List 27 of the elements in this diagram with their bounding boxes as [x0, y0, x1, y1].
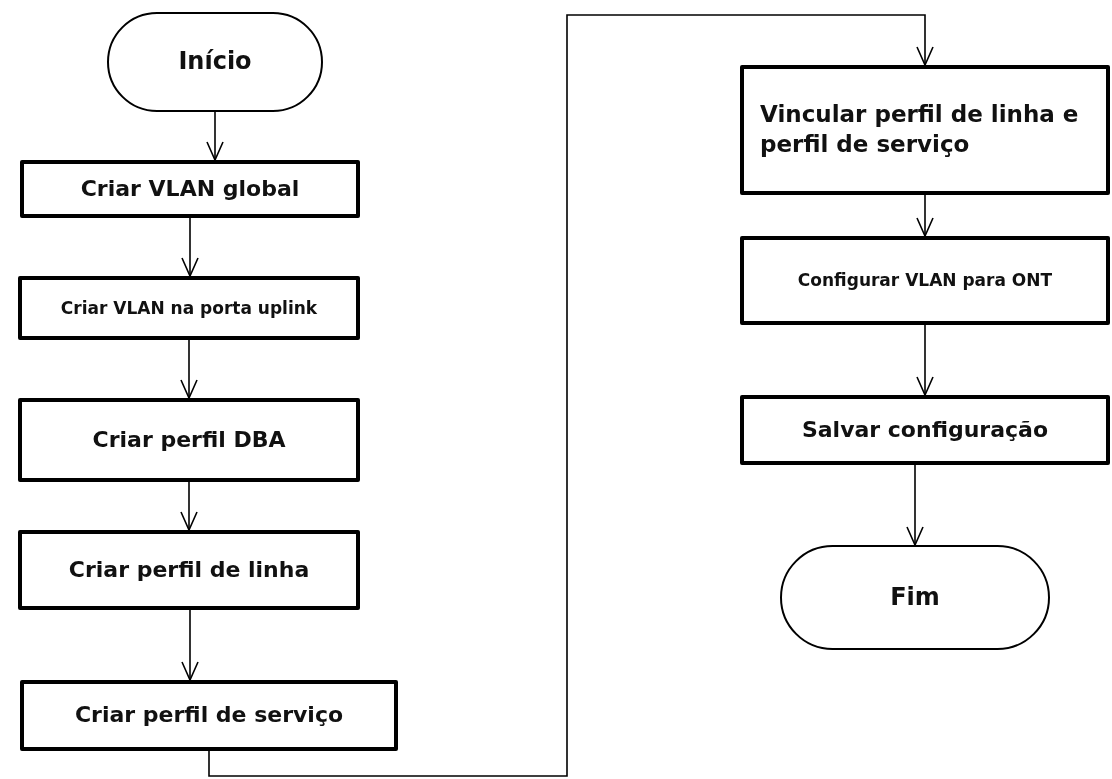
step-label: Criar VLAN global	[80, 174, 300, 203]
process-box	[740, 65, 1110, 195]
step-label: Criar perfil de serviço	[74, 701, 344, 730]
arrow	[916, 324, 934, 396]
step-label: Fim	[890, 581, 940, 613]
process-box	[18, 276, 360, 340]
arrow	[916, 194, 934, 237]
arrow	[181, 217, 199, 277]
process-box	[18, 398, 360, 482]
process-box	[740, 236, 1110, 325]
step-label: Criar perfil de linha	[68, 555, 310, 584]
step-label: Criar VLAN na porta uplink	[60, 296, 318, 320]
step-label: Salvar configuração	[801, 415, 1049, 444]
arrow	[181, 609, 199, 681]
step-label: Criar perfil DBA	[92, 425, 286, 454]
arrow	[208, 14, 934, 777]
process-box	[20, 680, 398, 751]
step-label: Vincular perfil de linha e perfil de serviço	[760, 100, 1080, 159]
arrow	[180, 481, 198, 531]
arrow	[180, 339, 198, 399]
process-box	[740, 395, 1110, 465]
process-box	[18, 530, 360, 610]
arrow	[906, 464, 924, 546]
step-label: Início	[178, 46, 252, 78]
process-box	[20, 160, 360, 218]
arrow	[206, 111, 224, 161]
step-label: Configurar VLAN para ONT	[797, 269, 1053, 292]
